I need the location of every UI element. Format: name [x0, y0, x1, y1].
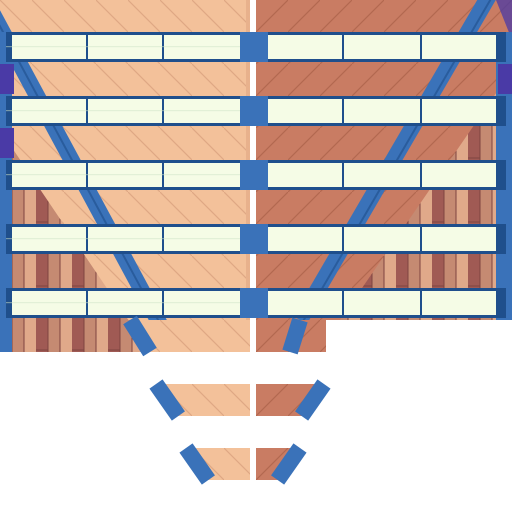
lower-left-planks	[0, 320, 150, 352]
roof-lower-section	[0, 315, 512, 512]
roof-row-upper	[149, 379, 331, 421]
right-indigo-edge	[496, 0, 512, 40]
roof-row-lower	[179, 443, 307, 485]
window-band-4	[6, 224, 506, 254]
window-pane-icon	[422, 163, 496, 187]
window-pane-icon	[422, 99, 496, 123]
window-pane-icon	[344, 227, 420, 251]
window-pane-icon	[268, 227, 342, 251]
lower-left-post	[0, 320, 12, 352]
roof-divider	[250, 384, 256, 416]
window-pane-icon	[422, 35, 496, 59]
center-block-icon	[240, 96, 268, 126]
diagonal-beam-icon	[295, 379, 331, 421]
roof-light-piece	[186, 448, 250, 480]
window-pane-icon	[344, 163, 420, 187]
left-post-accent-1	[0, 64, 14, 94]
band-midline-left	[6, 46, 240, 48]
window-bands	[6, 32, 506, 318]
diagonal-beam-icon	[149, 379, 185, 421]
window-pane-icon	[268, 35, 342, 59]
right-post-accent	[498, 64, 512, 94]
left-post-accent-2	[0, 128, 14, 158]
center-block-icon	[240, 224, 268, 254]
diagonal-beam-icon	[179, 443, 215, 485]
band-midline-left	[6, 238, 240, 240]
center-block-icon	[240, 288, 268, 318]
window-pane-icon	[422, 291, 496, 315]
band-midline-left	[6, 302, 240, 304]
window-pane-icon	[268, 163, 342, 187]
window-band-3	[6, 160, 506, 190]
band-midline-left	[6, 110, 240, 112]
roof-divider	[250, 448, 256, 480]
lower-right-beam-stub	[282, 317, 308, 355]
diagonal-beam-icon	[271, 443, 307, 485]
window-pane-icon	[268, 291, 342, 315]
window-pane-icon	[268, 99, 342, 123]
window-pane-icon	[344, 35, 420, 59]
window-band-5	[6, 288, 506, 318]
window-pane-icon	[344, 99, 420, 123]
center-block-icon	[240, 160, 268, 190]
center-block-icon	[240, 32, 268, 62]
lower-left-beam-stub	[123, 315, 157, 357]
window-pane-icon	[422, 227, 496, 251]
band-midline-left	[6, 174, 240, 176]
window-band-2	[6, 96, 506, 126]
window-pane-icon	[344, 291, 420, 315]
window-band-1	[6, 32, 506, 62]
right-vertical-planks	[340, 70, 512, 320]
